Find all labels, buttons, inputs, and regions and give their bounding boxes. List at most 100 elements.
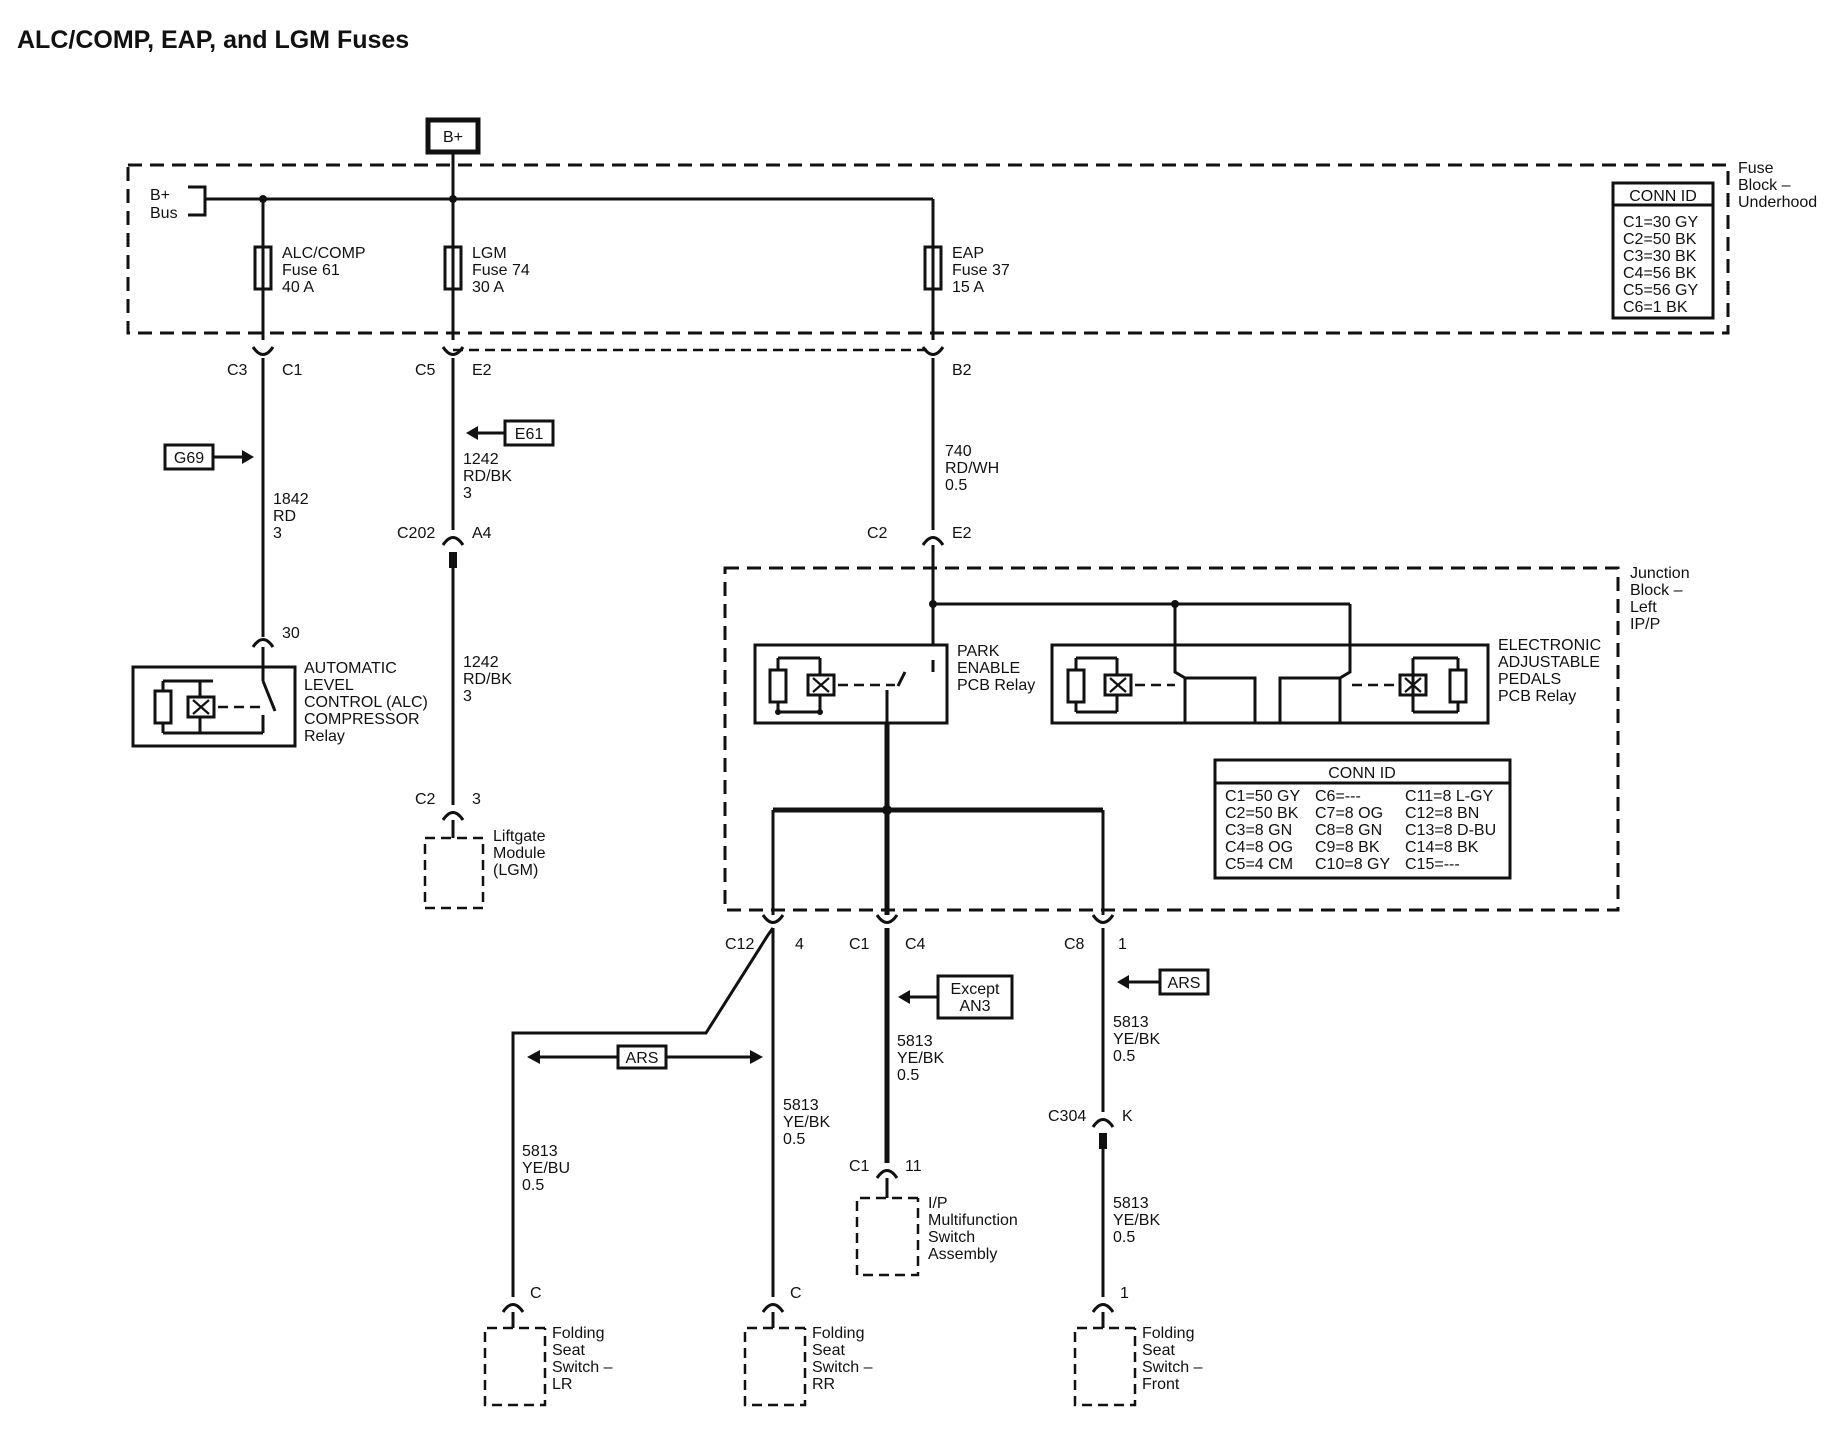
svg-text:Junction: Junction	[1630, 565, 1690, 582]
svg-text:C4=8 OG: C4=8 OG	[1225, 839, 1293, 856]
svg-text:RD/BK: RD/BK	[463, 468, 512, 485]
svg-text:0.5: 0.5	[783, 1131, 805, 1148]
ip-switch-connector: C1 11	[849, 1158, 922, 1198]
svg-text:3: 3	[472, 791, 481, 808]
svg-text:Except: Except	[951, 981, 1000, 998]
svg-text:CONTROL (ALC): CONTROL (ALC)	[304, 694, 428, 711]
wire-5813-lr	[511, 927, 775, 1297]
fuse-block-boundary	[126, 163, 1730, 335]
svg-text:YE/BU: YE/BU	[522, 1160, 570, 1177]
svg-text:Bus: Bus	[150, 205, 178, 222]
svg-text:Folding: Folding	[1142, 1325, 1194, 1342]
svg-text:5813: 5813	[522, 1143, 558, 1160]
svg-text:YE/BK: YE/BK	[1113, 1031, 1160, 1048]
lgm-fuse: LGM Fuse 74 30 A	[443, 199, 530, 340]
svg-text:0.5: 0.5	[1113, 1048, 1135, 1065]
svg-text:E61: E61	[515, 426, 544, 443]
svg-text:740: 740	[945, 443, 972, 460]
b-plus-source: B+	[425, 117, 481, 155]
svg-text:40 A: 40 A	[282, 279, 314, 296]
ip-multifunction-switch: I/P Multifunction Switch Assembly	[855, 1195, 1018, 1277]
svg-text:Folding: Folding	[812, 1325, 864, 1342]
svg-text:C5=56 GY: C5=56 GY	[1623, 282, 1698, 299]
folding-seat-switch-lr: C Folding Seat Switch – LR	[483, 1285, 613, 1407]
eap-relay: ELECTRONIC ADJUSTABLE PEDALS PCB Relay	[1050, 637, 1601, 725]
svg-text:PCB Relay: PCB Relay	[1498, 688, 1576, 705]
ref-except-an3: Except AN3	[898, 974, 1014, 1020]
svg-text:(LGM): (LGM)	[493, 862, 538, 879]
svg-text:YE/BK: YE/BK	[897, 1050, 944, 1067]
connector-b2: B2	[921, 346, 972, 379]
svg-text:Folding: Folding	[552, 1325, 604, 1342]
eap-fuse: EAP Fuse 37 15 A	[923, 199, 1010, 340]
folding-seat-switch-rr: C Folding Seat Switch – RR	[743, 1285, 873, 1407]
junction-block-label: Junction Block – Left IP/P	[1630, 565, 1690, 633]
junction-output-bus	[771, 723, 1105, 915]
svg-text:PEDALS: PEDALS	[1498, 671, 1561, 688]
svg-text:LR: LR	[552, 1376, 572, 1393]
wire-5813-lr-label: 5813 YE/BU 0.5	[522, 1143, 570, 1194]
svg-text:1: 1	[1118, 936, 1127, 953]
svg-text:C2=50 BK: C2=50 BK	[1623, 231, 1697, 248]
svg-text:1242: 1242	[463, 451, 499, 468]
svg-text:Seat: Seat	[812, 1342, 845, 1359]
svg-text:G69: G69	[174, 450, 204, 467]
svg-text:Module: Module	[493, 845, 546, 862]
folding-seat-switch-front: 1 Folding Seat Switch – Front	[1073, 1285, 1203, 1407]
svg-text:C9=8 BK: C9=8 BK	[1315, 839, 1380, 856]
svg-text:C5=4 CM: C5=4 CM	[1225, 856, 1293, 873]
svg-text:Assembly: Assembly	[928, 1246, 997, 1263]
ref-e61: E61	[466, 419, 555, 447]
svg-text:C3: C3	[227, 362, 248, 379]
svg-text:C: C	[790, 1285, 802, 1302]
svg-text:C8: C8	[1064, 936, 1085, 953]
svg-text:Seat: Seat	[1142, 1342, 1175, 1359]
alc-relay: 30 AUTOMATIC LEVEL CONTROL (ALC) COMPRES…	[131, 625, 428, 748]
fuse-block-label: Fuse Block – Underhood	[1738, 160, 1817, 211]
svg-text:PCB Relay: PCB Relay	[957, 677, 1035, 694]
b-plus-bus: B+ Bus	[150, 152, 933, 222]
wire-5813-front-upper-label: 5813 YE/BK 0.5	[1113, 1014, 1160, 1065]
connector-c3-c1: C3 C1	[227, 346, 303, 379]
svg-text:C: C	[530, 1285, 542, 1302]
svg-text:ENABLE: ENABLE	[957, 660, 1020, 677]
svg-text:1242: 1242	[463, 654, 499, 671]
svg-text:C5: C5	[415, 362, 436, 379]
svg-text:AUTOMATIC: AUTOMATIC	[304, 660, 397, 677]
svg-text:CONN ID: CONN ID	[1629, 188, 1697, 205]
connector-c5-e2: C5 E2	[415, 346, 492, 379]
svg-text:ALC/COMP: ALC/COMP	[282, 245, 366, 262]
svg-text:Left: Left	[1630, 599, 1657, 616]
svg-text:1: 1	[1120, 1285, 1129, 1302]
svg-text:15 A: 15 A	[952, 279, 984, 296]
ref-ars-mid: ARS	[527, 1044, 763, 1070]
svg-text:C3=8 GN: C3=8 GN	[1225, 822, 1292, 839]
svg-text:RD/WH: RD/WH	[945, 460, 999, 477]
svg-text:C4=56 BK: C4=56 BK	[1623, 265, 1697, 282]
svg-text:C2=50 BK: C2=50 BK	[1225, 805, 1299, 822]
alc-comp-fuse: ALC/COMP Fuse 61 40 A	[253, 199, 366, 340]
svg-text:COMPRESSOR: COMPRESSOR	[304, 711, 420, 728]
svg-text:C7=8 OG: C7=8 OG	[1315, 805, 1383, 822]
svg-text:PARK: PARK	[957, 643, 1000, 660]
svg-text:3: 3	[463, 485, 472, 502]
wire-5813-rr-label: 5813 YE/BK 0.5	[783, 1097, 830, 1148]
svg-text:Seat: Seat	[552, 1342, 585, 1359]
svg-text:I/P: I/P	[928, 1195, 948, 1212]
svg-text:C2: C2	[415, 791, 436, 808]
svg-text:Switch –: Switch –	[1142, 1359, 1203, 1376]
svg-text:C4: C4	[905, 936, 926, 953]
svg-text:ARS: ARS	[1168, 975, 1201, 992]
svg-text:11: 11	[905, 1158, 922, 1175]
svg-text:RD: RD	[273, 508, 296, 525]
svg-text:5813: 5813	[1113, 1014, 1149, 1031]
svg-text:C11=8 L-GY: C11=8 L-GY	[1405, 788, 1494, 805]
svg-text:RR: RR	[812, 1376, 835, 1393]
svg-text:Block –: Block –	[1630, 582, 1683, 599]
svg-text:0.5: 0.5	[522, 1177, 544, 1194]
svg-text:C1: C1	[282, 362, 303, 379]
svg-text:0.5: 0.5	[945, 477, 967, 494]
lgm-connector: C2 3	[415, 791, 481, 838]
svg-text:C15=---: C15=---	[1405, 856, 1460, 873]
